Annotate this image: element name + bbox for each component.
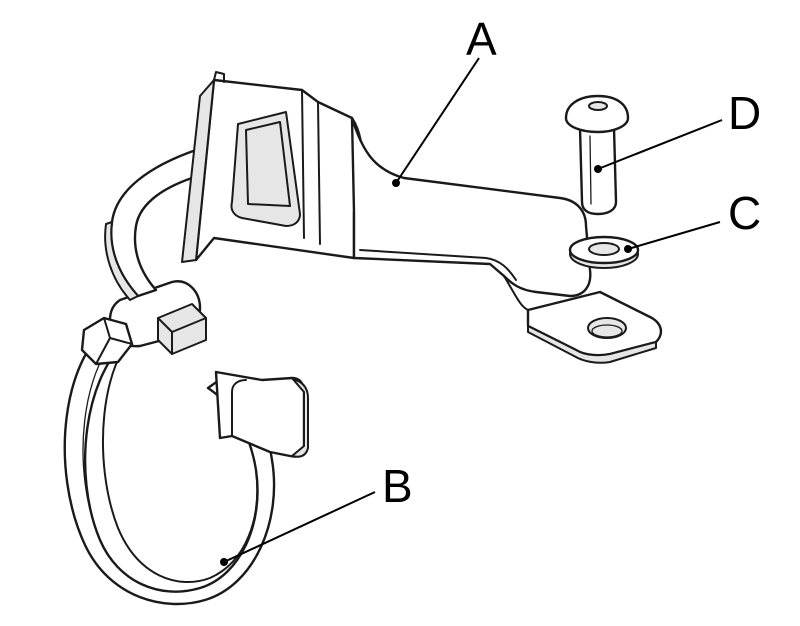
bracket-foot-hole (587, 317, 627, 339)
button-head-bolt-icon (564, 94, 630, 216)
leader-lines (220, 57, 723, 566)
leader-b (223, 491, 376, 563)
bracket-cutout-inner (245, 121, 291, 207)
washer-hole (588, 242, 620, 256)
bracket-hook-side (104, 221, 139, 301)
clamp-hex-bolt-facets (95, 317, 133, 365)
leader-a-dot (392, 179, 400, 187)
callout-d: D (728, 87, 761, 139)
clamp-tab (214, 370, 306, 458)
bracket-flange-edge (181, 79, 215, 263)
bolt-shank-highlight (589, 135, 592, 205)
clamp-band-inner-edge (101, 329, 259, 583)
clamp-housing-block-edge (157, 317, 207, 355)
bracket-hook-strip (110, 148, 200, 298)
bracket-foot-bend (503, 275, 529, 311)
bracket-foot-edge (527, 325, 657, 364)
leader-a (395, 57, 480, 184)
bracket-foot-hole-rim (591, 324, 623, 338)
leader-d-dot (594, 165, 602, 173)
bolt-hex-socket (588, 101, 608, 111)
bracket-top-nub (213, 71, 225, 83)
clamp-tab-side (291, 377, 309, 458)
washer-icon (568, 235, 640, 269)
bracket-arm-bend (359, 249, 517, 281)
leader-b-dot (220, 558, 228, 566)
clamp-hex-bolt-head (80, 316, 134, 366)
bracket-flange-bend (301, 89, 321, 245)
bolt-head (564, 94, 630, 134)
callout-a: A (466, 13, 497, 65)
callout-c: C (728, 187, 761, 239)
callout-b: B (382, 460, 413, 512)
mounting-bracket-icon (104, 71, 663, 364)
clamp-housing-block (157, 303, 207, 355)
leader-c-dot (624, 245, 632, 253)
leader-d (597, 119, 723, 170)
leader-c (627, 221, 721, 250)
hose-clamp-icon (63, 280, 309, 606)
bracket-long-arm (350, 116, 592, 298)
clamp-tab-fold (231, 379, 247, 437)
